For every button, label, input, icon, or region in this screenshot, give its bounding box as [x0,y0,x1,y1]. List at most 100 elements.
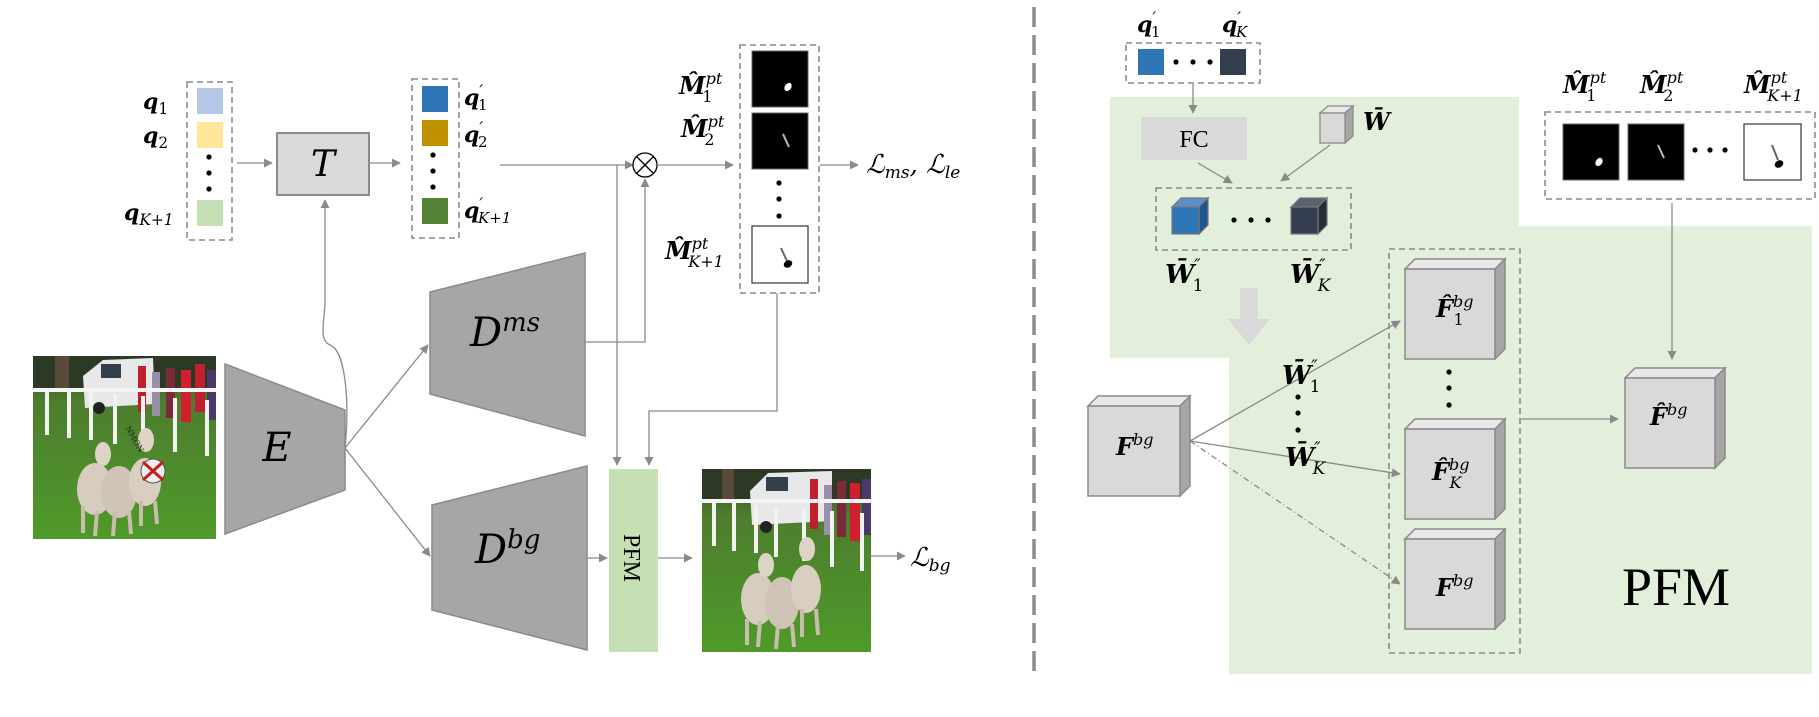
ellipsis-dot [430,152,436,158]
connector-dms-to-multiply [585,178,650,343]
mask-1 [751,50,809,108]
decoder-ms-block: Dms [429,252,586,437]
fc-label: FC [1179,127,1208,153]
ellipsis-dot [1707,147,1713,153]
conv-label-1: W̄″1 [1282,357,1320,397]
ellipsis-dot [1692,147,1698,153]
query-box [186,81,233,241]
multiply-operator [632,152,658,178]
arrow-encoder-to-dbg [344,447,431,557]
left-panel: q1 q2 qK+1 T q′1 q′2 q′K+1 [33,44,960,652]
query-k1-label: qK+1 [124,200,174,229]
kernel-box [1155,187,1352,251]
refined-query-k1-label: q′K+1 [464,194,511,227]
kernel-1-label: W̄″1 [1165,256,1203,296]
fc-block: FC [1141,117,1247,160]
ellipsis-dot [1231,217,1237,223]
refined-query-2-swatch [422,120,448,146]
query-strip: q′1 q′K [1125,8,1261,84]
ellipsis-dot [776,180,782,186]
ellipsis-dot [430,168,436,174]
ellipsis-dot [1446,369,1452,375]
ellipsis-dot [430,184,436,190]
feature-stack-box [1388,248,1521,654]
arrow-fbg-to-fbg-identity [1189,440,1401,585]
arrow-fc-to-kernels [1197,162,1233,184]
query-strip-box [1125,42,1261,84]
ellipsis-dot [776,213,782,219]
ellipsis-dot [1446,402,1452,408]
f-bg-input-cube: Fbg [1086,394,1192,498]
refined-query-k1-swatch [422,198,448,224]
ellipsis-dot [206,154,212,160]
query-k1-swatch [197,200,223,226]
query-strip-last-label: q′K [1222,8,1248,41]
refined-query-1-swatch [422,86,448,112]
arrow-fbg-to-fk [1189,440,1401,478]
ellipsis-dot [1295,394,1301,400]
mask-row-box [1544,111,1816,200]
right-panel: q′1 q′K FC W̄ [1086,8,1816,674]
pfm-block: PFM [609,469,658,652]
kernel-k-label: W̄″K [1290,256,1332,296]
fused-feature-label: F̂bg [1649,400,1688,431]
ellipsis-dot [1265,217,1271,223]
mask-row-2 [1627,123,1685,181]
refined-query-group: q′1 q′2 q′K+1 [411,78,511,239]
ellipsis-dot [1248,217,1254,223]
input-image: NMON [33,356,216,539]
output-image [702,469,871,652]
transformer-block: T [276,132,370,196]
refined-query-2-label: q′2 [464,118,488,151]
feature-bg-cube: Fbg [1403,527,1507,631]
mask-row-1 [1562,123,1620,181]
transformer-label: T [311,144,338,185]
fused-feature-cube: F̂bg [1623,366,1727,470]
ellipsis-dot [1295,427,1301,433]
pfm-block-label: PFM [618,534,644,582]
arrow-fbg-to-f1 [1189,320,1401,442]
encoder-block: E [224,362,346,536]
conv-label-k: W̄″K [1285,439,1327,479]
mask-k1 [751,225,809,284]
pfm-module-title: PFM [1622,557,1730,617]
query-1-label: q1 [143,89,168,118]
query-strip-last-swatch [1220,49,1246,75]
refined-query-box [411,78,460,239]
ellipsis-dot [776,196,782,202]
decoder-ms-label: Dms [469,308,540,356]
refined-query-1-label: q′1 [464,81,488,114]
ellipsis-dot [1722,147,1728,153]
f-bg-input-label: Fbg [1115,430,1154,461]
ellipsis-dot [206,170,212,176]
kernel-group: W̄″1 W̄″K [1155,187,1352,296]
down-arrow-icon [1228,288,1270,345]
arrow-wbar-to-kernels [1280,144,1331,182]
connector-encoder-to-t [320,199,348,449]
loss-bg: ℒbg [910,543,951,576]
ellipsis-dot [1190,59,1196,65]
query-strip-first-swatch [1138,49,1164,75]
encoder-label: E [261,425,291,471]
query-group: q1 q2 qK+1 [124,81,233,241]
query-1-swatch [197,88,223,114]
pfm-module-background [1110,97,1812,674]
mask-box [739,44,820,294]
mask-row-k1 [1743,123,1802,181]
arrow-encoder-to-dms [344,344,429,449]
decoder-bg-block: Dbg [431,465,588,651]
